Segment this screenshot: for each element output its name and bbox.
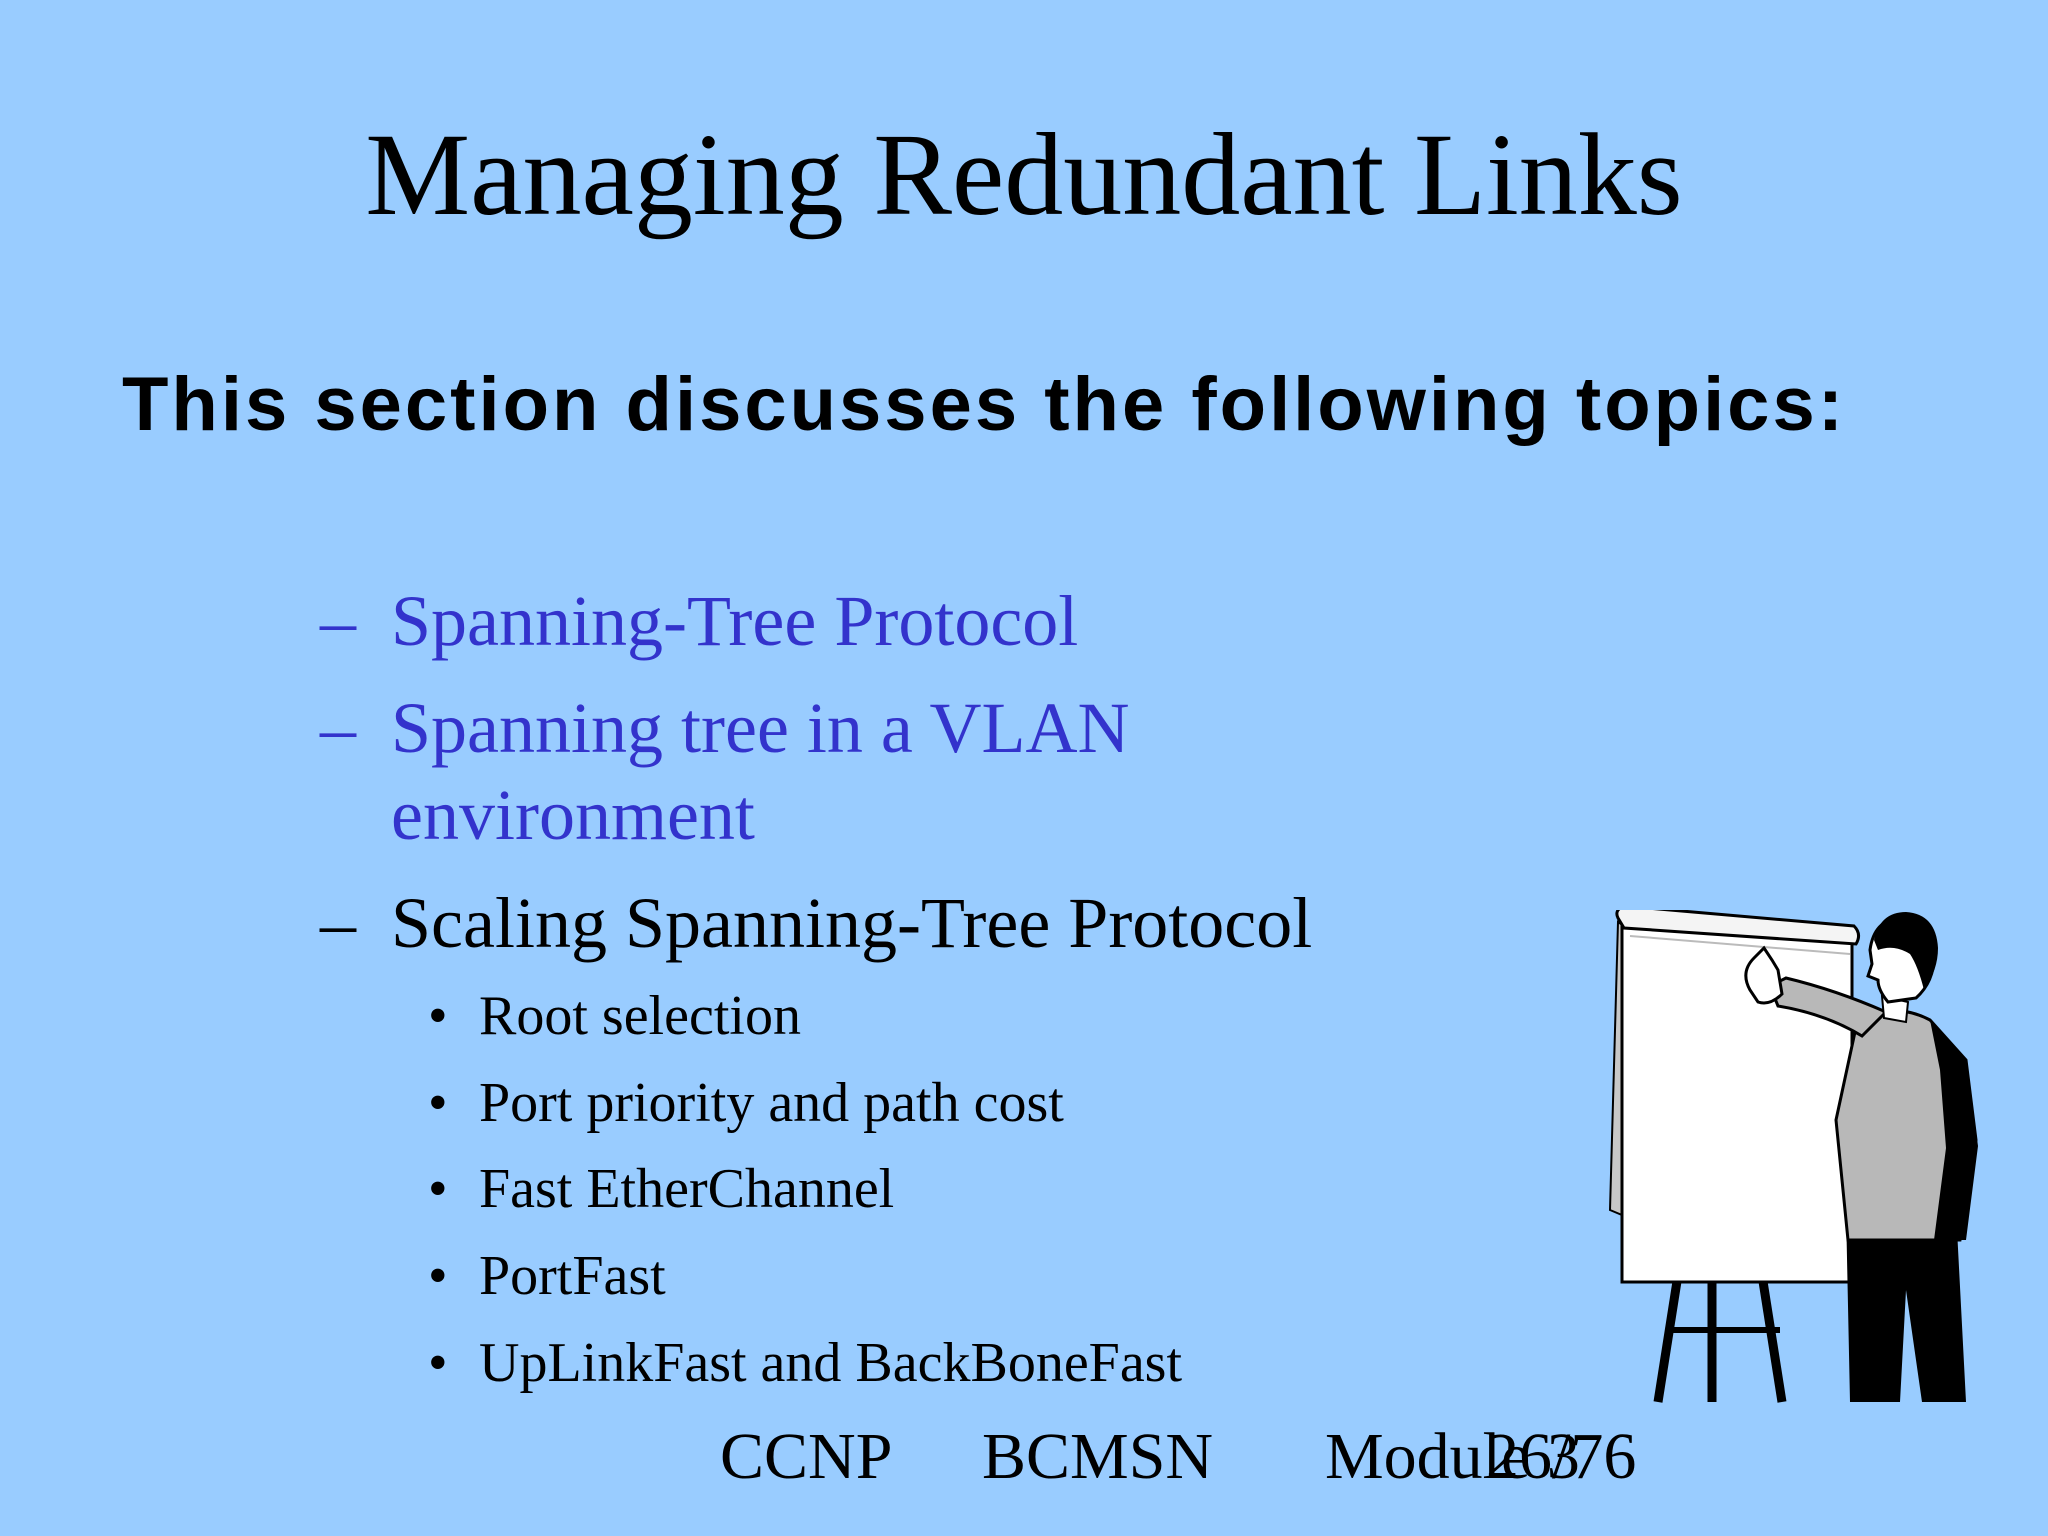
presenter-at-flipchart-icon <box>1608 910 1978 1403</box>
dash-marker: – <box>320 581 356 661</box>
slide-subtitle: This section discusses the following top… <box>122 362 1847 447</box>
topic-text-continuation: environment <box>391 775 755 855</box>
topic-text: Spanning tree in a VLAN <box>391 688 1130 768</box>
bullet-marker: • <box>428 1158 448 1220</box>
bullet-marker: • <box>428 1245 448 1307</box>
footer-page-number: 26 <box>1486 1420 1552 1493</box>
subtopic-text: Port priority and path cost <box>479 1072 1064 1134</box>
slide-title: Managing Redundant Links <box>365 109 1683 240</box>
subtopic-text: UpLinkFast and BackBoneFast <box>479 1332 1183 1394</box>
bullet-marker: • <box>428 1332 448 1394</box>
topic-text: Scaling Spanning-Tree Protocol <box>391 883 1313 963</box>
bullet-marker: • <box>428 985 448 1047</box>
footer-course: CCNP <box>720 1420 893 1493</box>
subtopic-text: Fast EtherChannel <box>479 1158 895 1220</box>
bullet-marker: • <box>428 1072 448 1134</box>
subtopic-text: Root selection <box>479 985 801 1047</box>
footer-module: Module 3 <box>1325 1420 1580 1493</box>
subtopic-text: PortFast <box>479 1245 666 1307</box>
footer-subject: BCMSN <box>982 1420 1214 1493</box>
dash-marker: – <box>320 883 356 963</box>
dash-marker: – <box>320 688 356 768</box>
footer-page-total: /76 <box>1552 1420 1637 1493</box>
topic-text: Spanning-Tree Protocol <box>391 581 1079 661</box>
